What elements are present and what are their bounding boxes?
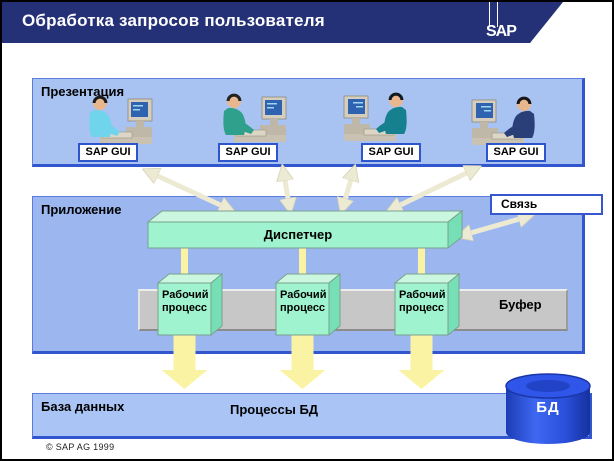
dispatcher-label: Диспетчер	[263, 227, 333, 242]
work-process-label: Рабочий процесс	[162, 289, 209, 314]
presentation-layer-label: Презентация	[41, 84, 125, 99]
database-layer-band: База данных Процессы БД	[32, 393, 592, 439]
work-process-label: Рабочий процесс	[280, 289, 327, 314]
user-workstation-icon	[222, 93, 287, 143]
sap-gui-box: SAP GUI	[218, 143, 278, 162]
sap-gui-box: SAP GUI	[361, 143, 421, 162]
logo-pinstripe	[489, 2, 490, 27]
title-bar	[2, 2, 530, 43]
application-layer-label: Приложение	[41, 202, 122, 217]
logo-pinstripe	[497, 2, 498, 27]
database-layer-label: База данных	[41, 399, 125, 414]
db-cylinder-label: БД	[536, 399, 560, 416]
title-bar-diagonal	[530, 2, 563, 43]
copyright-note: © SAP AG 1999	[46, 442, 115, 452]
link-box: Связь	[490, 194, 603, 215]
user-workstation-icon	[471, 96, 536, 146]
page-title: Обработка запросов пользователя	[22, 11, 325, 30]
sap-gui-box: SAP GUI	[486, 143, 546, 162]
work-process-label: Рабочий процесс	[399, 289, 446, 314]
buffer-label: Буфер	[499, 297, 542, 312]
sap-logo: SAP	[486, 23, 517, 40]
user-workstation-icon	[343, 92, 408, 142]
db-processes-label: Процессы БД	[230, 402, 319, 417]
user-workstation-icon	[88, 95, 153, 145]
sap-gui-box: SAP GUI	[78, 143, 138, 162]
